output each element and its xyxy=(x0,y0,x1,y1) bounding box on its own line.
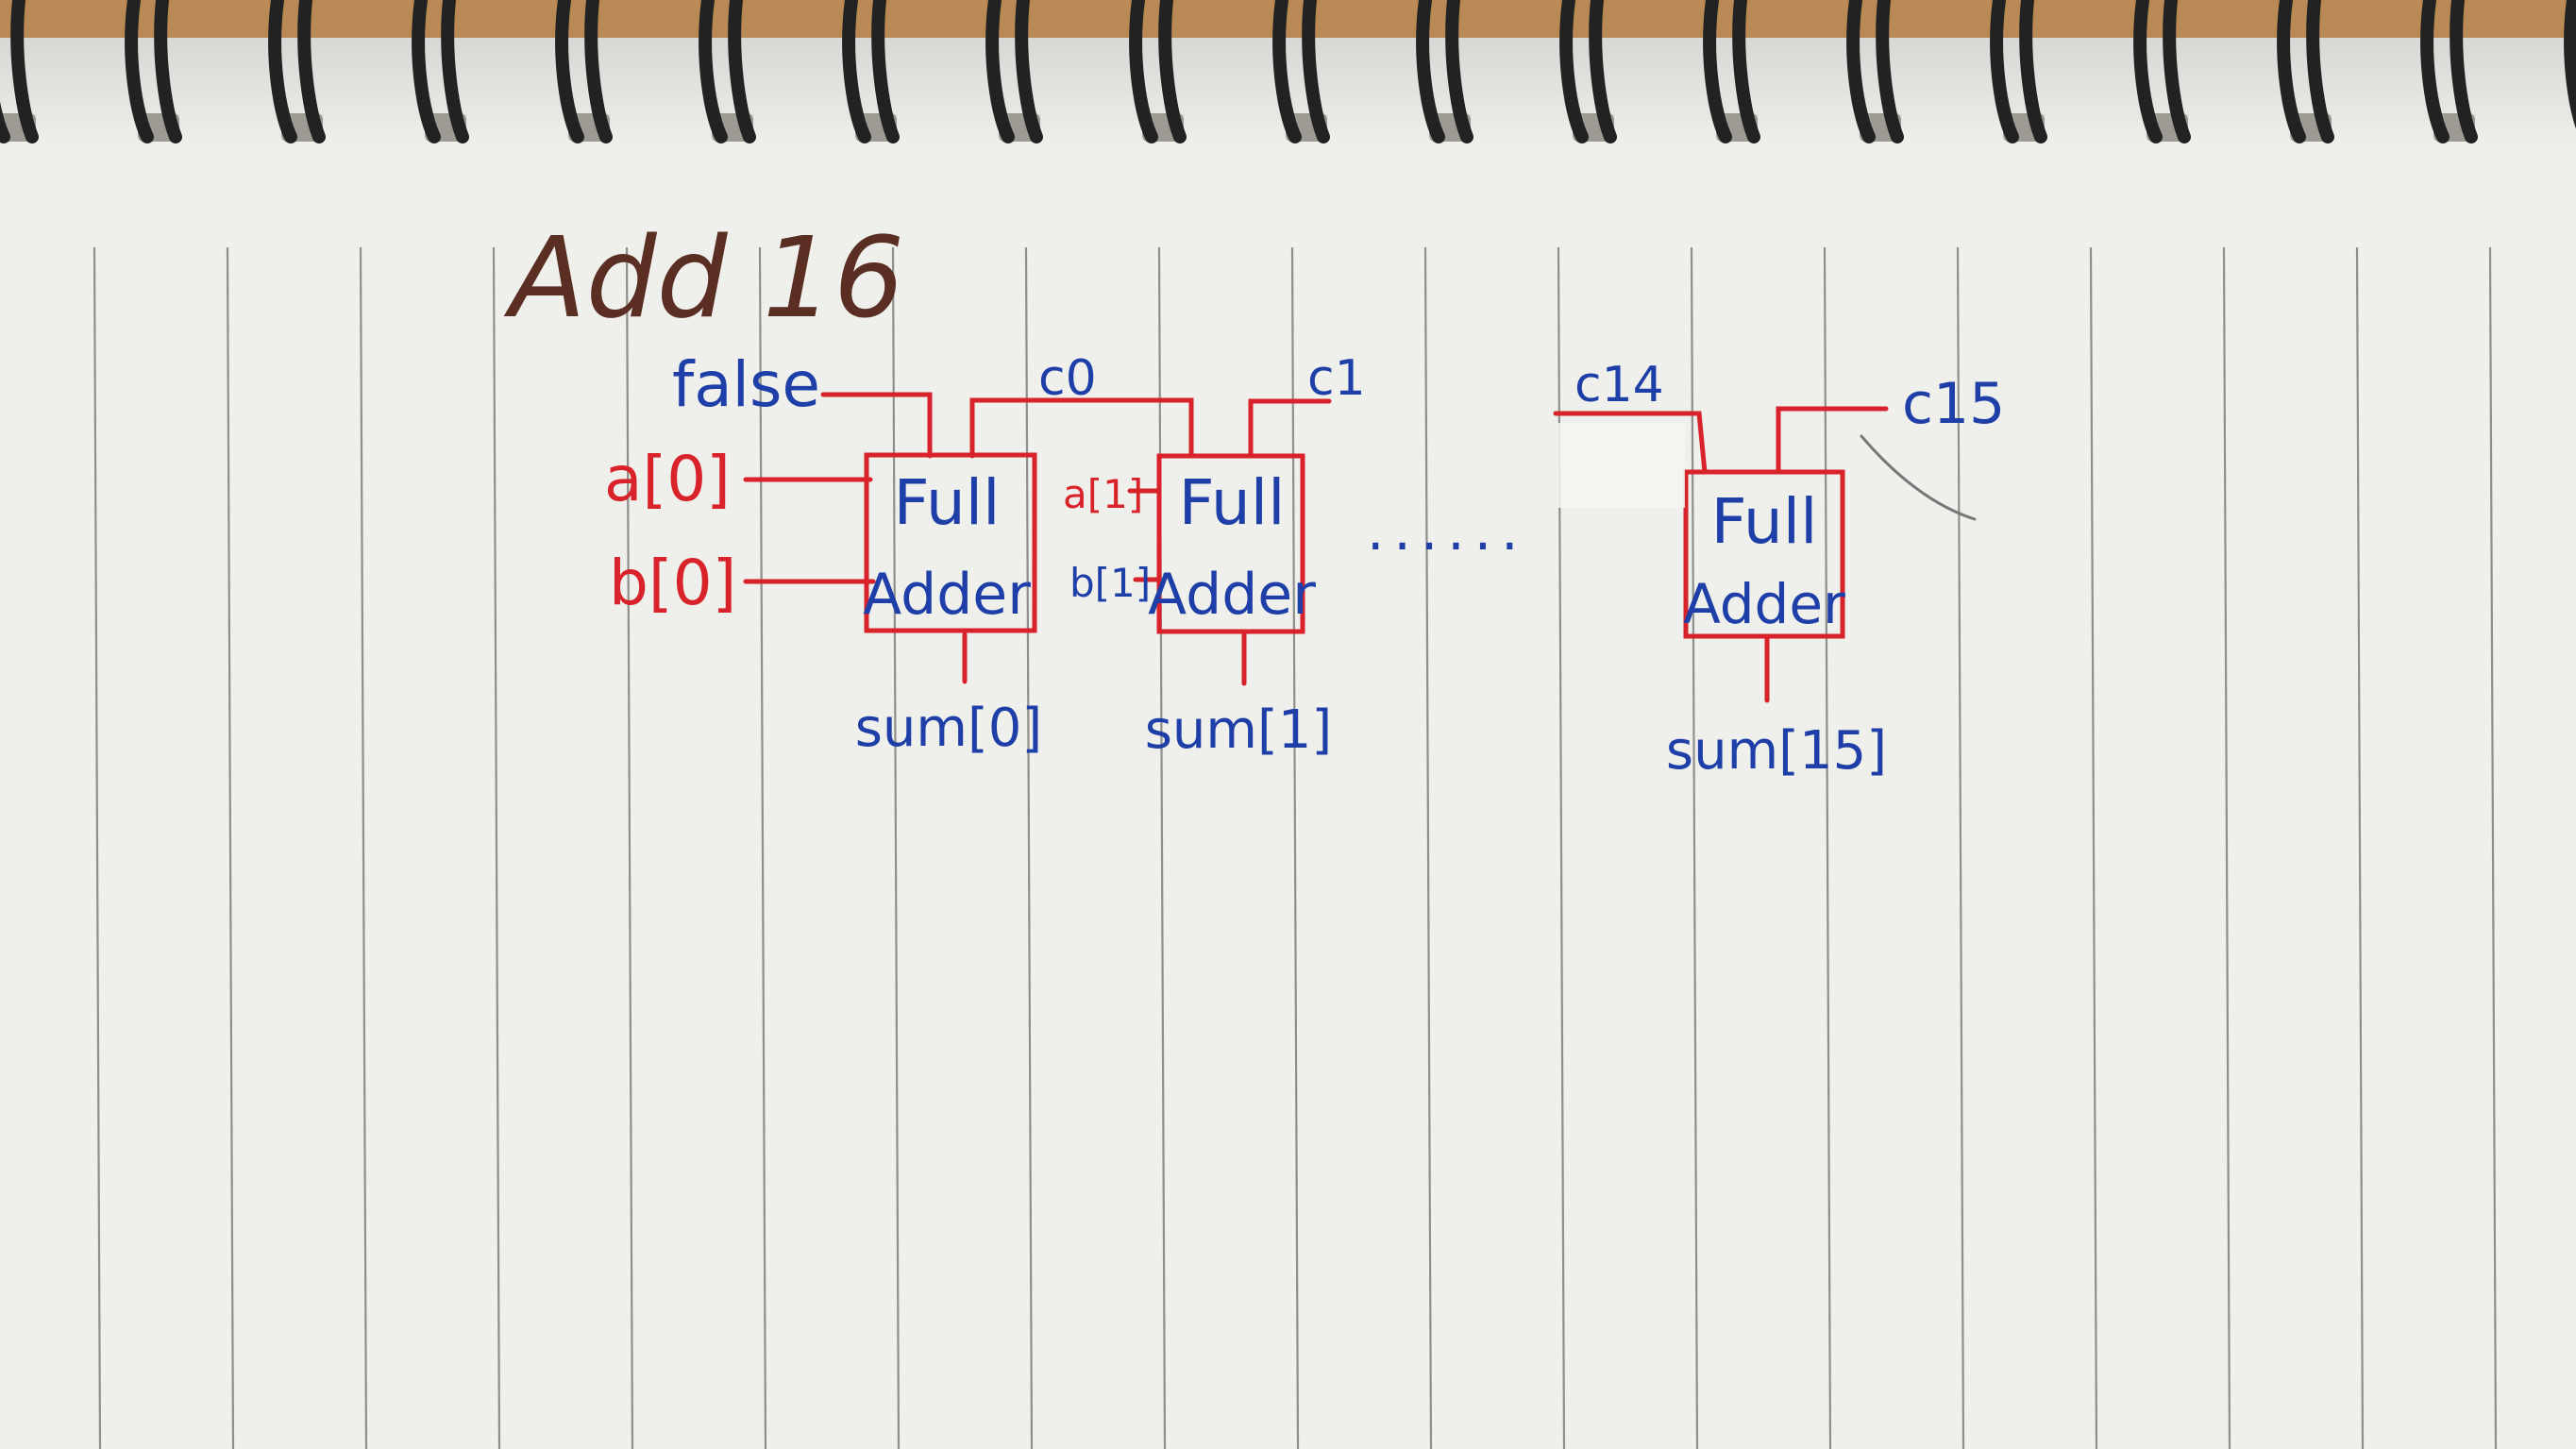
ruled-lines xyxy=(93,246,2498,1449)
spiral-ring xyxy=(699,0,756,143)
full-adder-label-line1: Full xyxy=(1179,466,1286,539)
spiral-ring xyxy=(842,0,900,143)
spiral-ring xyxy=(412,0,469,143)
wire-carry-in xyxy=(820,392,933,459)
spiral-ring xyxy=(2277,0,2334,143)
ruled-line xyxy=(359,246,368,1449)
spiral-ring xyxy=(1272,0,1330,143)
full-adder-1: Full Adder xyxy=(1148,453,1316,634)
ruled-line xyxy=(1157,246,1167,1449)
notebook-page xyxy=(0,38,2576,1449)
label-sum15: sum[15] xyxy=(1666,720,1887,782)
ruled-line xyxy=(2222,246,2231,1449)
ruled-line xyxy=(1690,246,1699,1449)
spiral-ring xyxy=(555,0,613,143)
ruled-line xyxy=(1024,246,1034,1449)
spiral-ring xyxy=(125,0,182,143)
ruled-line xyxy=(1956,246,1965,1449)
full-adder-15: Full Adder xyxy=(1683,469,1845,639)
full-adder-label-line1: Full xyxy=(1711,485,1818,558)
ruled-line xyxy=(492,246,501,1449)
label-c1: c1 xyxy=(1307,350,1366,407)
label-carry-in: false xyxy=(672,348,820,421)
ruled-line xyxy=(625,246,634,1449)
spiral-ring xyxy=(2133,0,2191,143)
ruled-line xyxy=(2089,246,2098,1449)
label-sum0: sum[0] xyxy=(855,698,1043,759)
spiral-ring xyxy=(2564,0,2576,129)
pencil-mark xyxy=(1860,434,1977,521)
full-adder-label-line2: Adder xyxy=(863,562,1031,628)
label-c15: c15 xyxy=(1902,371,2005,437)
ruled-line xyxy=(1823,246,1832,1449)
spiral-ring xyxy=(985,0,1043,143)
ruled-line xyxy=(758,246,767,1449)
spiral-ring xyxy=(1703,0,1760,143)
spiral-ring xyxy=(268,0,326,143)
ruled-line xyxy=(93,246,102,1449)
spiral-ring xyxy=(2420,0,2478,143)
label-ellipsis: ...... xyxy=(1367,498,1528,563)
label-b0: b[0] xyxy=(609,547,736,619)
wire-c1 xyxy=(1248,398,1332,459)
ruled-line xyxy=(1290,246,1300,1449)
wire-c14 xyxy=(1553,411,1708,475)
label-c0: c0 xyxy=(1038,350,1097,407)
full-adder-0: Full Adder xyxy=(863,452,1037,633)
ruled-line xyxy=(2355,246,2365,1449)
whiteout-patch xyxy=(1557,423,1685,508)
label-a1: a[1] xyxy=(1063,471,1143,517)
label-c14: c14 xyxy=(1574,357,1664,413)
label-b1: b[1] xyxy=(1069,560,1151,606)
wires xyxy=(743,392,1889,703)
spiral-binding xyxy=(0,0,2576,143)
spiral-ring xyxy=(1129,0,1187,143)
spiral-ring xyxy=(1846,0,1904,143)
label-a0: a[0] xyxy=(604,443,731,515)
full-adder-label-line2: Adder xyxy=(1683,572,1845,636)
ruled-line xyxy=(226,246,235,1449)
spiral-ring xyxy=(1416,0,1473,143)
full-adder-label-line1: Full xyxy=(894,466,1001,539)
spiral-ring xyxy=(1990,0,2047,143)
spiral-ring xyxy=(1559,0,1617,143)
spiral-ring xyxy=(0,0,39,143)
full-adder-label-line2: Adder xyxy=(1148,562,1316,628)
diagram-title: Add 16 xyxy=(503,212,904,343)
ruled-line xyxy=(1423,246,1433,1449)
ruled-line xyxy=(2488,246,2498,1449)
wire-c15 xyxy=(1776,406,1889,475)
label-sum1: sum[1] xyxy=(1145,699,1333,761)
ruled-line xyxy=(891,246,901,1449)
wire-c0 xyxy=(969,397,1194,459)
